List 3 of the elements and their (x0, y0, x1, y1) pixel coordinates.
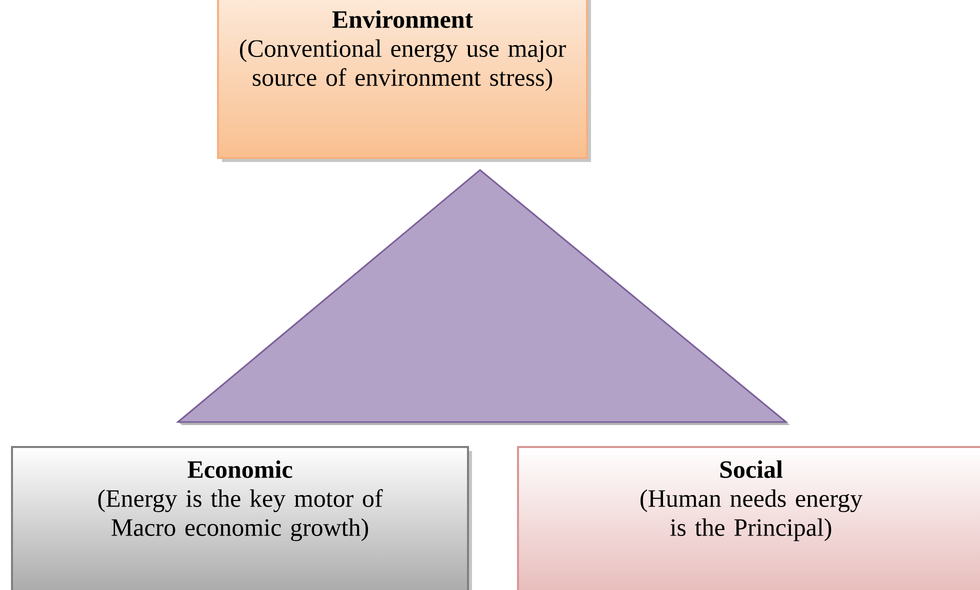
text-box: Economic (Energy is the key motor of Macro economic growth) (11, 446, 472, 590)
text-box: Environment (Conventional energy use major source of environment stress) (217, 0, 591, 162)
text-box: Social (Human needs energy is the Principal) (517, 446, 980, 590)
